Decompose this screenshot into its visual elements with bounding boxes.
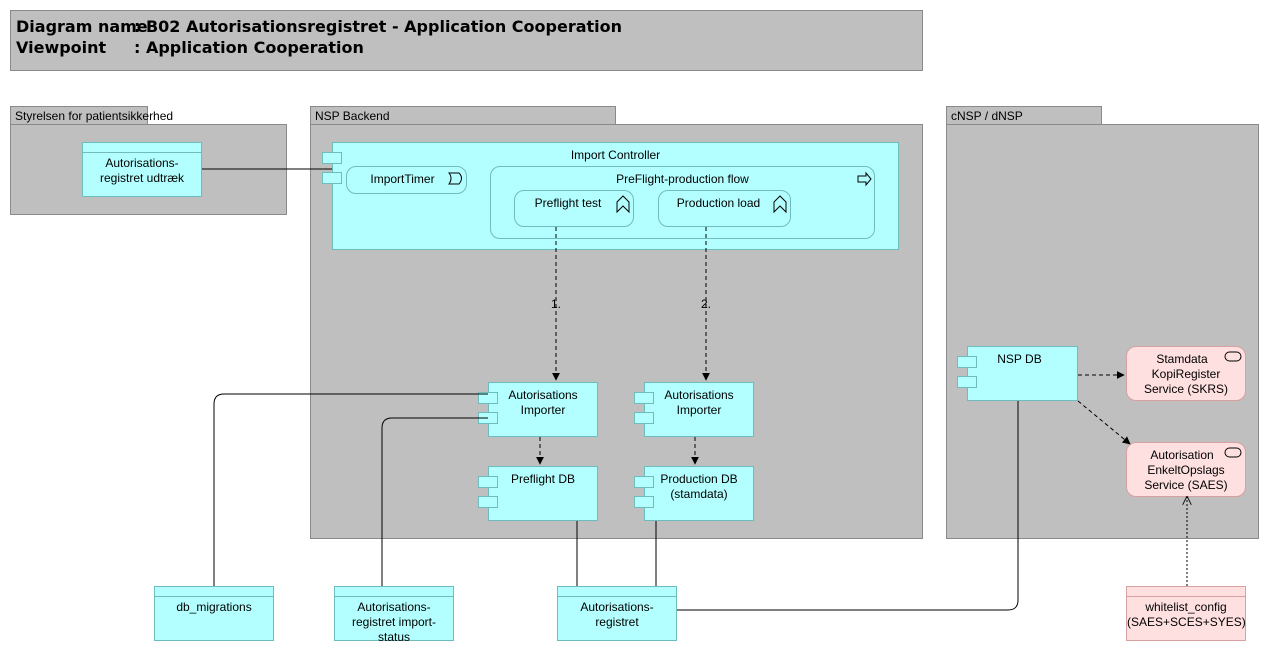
component-icon-tab (957, 376, 977, 388)
service-saes[interactable]: Autorisation EnkeltOpslags Service (SAES… (1126, 442, 1246, 497)
aut-importer-2-label-1: Autorisations (664, 388, 734, 402)
aut-importer-1-label-2: Importer (520, 403, 566, 417)
association-registret-nsp-db (677, 401, 1019, 611)
aut-importer-2-label-2: Importer (676, 403, 722, 417)
artifact-header (1127, 587, 1245, 597)
component-icon-tab (634, 392, 654, 404)
preflight-db-label: Preflight DB (510, 472, 576, 486)
skrs-label-3: Service (SKRS) (1143, 382, 1229, 396)
group-nsp-backend-label: NSP Backend (315, 109, 390, 123)
edge-label-2: 2. (701, 297, 711, 311)
import-timer-label: ImportTimer (370, 172, 435, 186)
import-status-label-3: status (377, 630, 410, 644)
saes-label-3: Service (SAES) (1144, 478, 1228, 492)
flow-nsp-db-to-saes (1077, 400, 1131, 445)
service-icon (1224, 447, 1242, 458)
udtraek-label-1: Autorisations- (105, 156, 179, 170)
data-object-header (335, 587, 453, 597)
data-object-import-status[interactable]: Autorisations- registret import- status (334, 586, 454, 644)
event-import-timer[interactable]: ImportTimer (346, 166, 467, 194)
viewpoint-label: Viewpoint (16, 38, 107, 57)
component-icon-tab (634, 412, 654, 424)
import-status-label-1: Autorisations- (357, 600, 431, 614)
saes-label-2: EnkeltOpslags (1147, 463, 1225, 477)
service-icon (1224, 351, 1242, 362)
component-aut-importer-1[interactable]: Autorisations Importer (488, 382, 598, 437)
skrs-label-2: KopiRegister (1151, 367, 1221, 381)
component-icon-tab (634, 476, 654, 488)
data-object-db-migrations[interactable]: db_migrations (154, 586, 274, 641)
function-chevron-icon (616, 195, 630, 214)
production-db-label-1: Production DB (660, 472, 738, 486)
aut-importer-1-label-1: Autorisations (508, 388, 578, 402)
whitelist-label-1: whitelist_config (1145, 600, 1227, 614)
artifact-whitelist-config[interactable]: whitelist_config (SAES+SCES+SYES) (1126, 586, 1246, 641)
component-icon-tab (478, 496, 498, 508)
function-production-load[interactable]: Production load (658, 190, 791, 227)
udtraek-label-2: registret udtræk (99, 171, 185, 185)
edge-label-1: 1. (551, 297, 561, 311)
data-object-header (83, 143, 201, 153)
registret-label-2: registret (595, 615, 639, 629)
group-cnsp-label: cNSP / dNSP (951, 109, 1023, 123)
data-object-udtraek[interactable]: Autorisations- registret udtræk (82, 142, 202, 197)
nsp-db-label: NSP DB (997, 352, 1042, 366)
component-icon-tab (322, 172, 342, 184)
component-aut-importer-2[interactable]: Autorisations Importer (644, 382, 754, 437)
association-importer-import-status (381, 417, 488, 586)
whitelist-label-2: (SAES+SCES+SYES) (1127, 615, 1246, 629)
component-icon-tab (478, 476, 498, 488)
preflight-flow-label: PreFlight-production flow (616, 172, 749, 186)
component-production-db[interactable]: Production DB (stamdata) (644, 466, 754, 521)
diagram-name-row: Diagram name: B02 Autorisationsregistret… (16, 17, 622, 36)
data-object-header (155, 587, 273, 597)
diagram-title-box: Diagram name: B02 Autorisationsregistret… (10, 10, 923, 71)
data-object-header (558, 587, 676, 597)
production-db-label-2: (stamdata) (670, 487, 728, 501)
component-icon-tab (322, 152, 342, 164)
group-styrelsen-label: Styrelsen for patientsikkerhed (15, 109, 174, 123)
diagram-name-value: : B02 Autorisationsregistret - Applicati… (134, 17, 623, 36)
function-chevron-icon (773, 195, 787, 214)
data-object-registret[interactable]: Autorisations- registret (557, 586, 677, 641)
production-load-label: Production load (676, 196, 761, 210)
saes-label-1: Autorisation (1150, 448, 1214, 462)
viewpoint-row: Viewpoint : Application Cooperation (16, 38, 364, 57)
component-preflight-db[interactable]: Preflight DB (488, 466, 598, 521)
skrs-label-1: Stamdata (1156, 352, 1208, 366)
component-icon-tab (634, 496, 654, 508)
group-nsp-backend-tab[interactable]: NSP Backend (310, 106, 616, 125)
function-preflight-test[interactable]: Preflight test (514, 190, 634, 227)
component-icon-tab (957, 356, 977, 368)
viewpoint-value: : Application Cooperation (134, 38, 364, 57)
service-skrs[interactable]: Stamdata KopiRegister Service (SKRS) (1126, 346, 1246, 401)
component-nsp-db[interactable]: NSP DB (967, 346, 1078, 401)
association-importer-db-migrations (213, 393, 488, 586)
db-migrations-label: db_migrations (176, 600, 252, 614)
import-status-label-2: registret import- (351, 615, 437, 629)
preflight-test-label: Preflight test (534, 196, 602, 210)
event-icon (447, 172, 462, 185)
process-arrow-icon (857, 171, 872, 187)
import-controller-label: Import Controller (570, 148, 661, 162)
component-icon-tab (478, 392, 498, 404)
registret-label-1: Autorisations- (580, 600, 654, 614)
